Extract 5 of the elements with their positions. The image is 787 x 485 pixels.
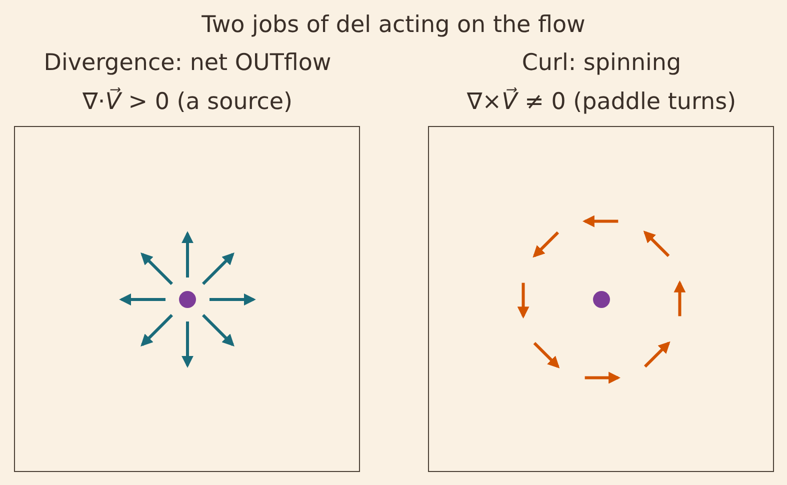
title: Two jobs of del acting on the flow	[200, 11, 586, 40]
panel-heading: Curl: spinning	[522, 50, 682, 76]
formula: ∇·V⃗ > 0 (a source)	[82, 89, 292, 115]
panel-heading: Divergence: net OUTflow	[44, 50, 332, 76]
formula: ∇×V⃗ ≠ 0 (paddle turns)	[466, 89, 736, 115]
